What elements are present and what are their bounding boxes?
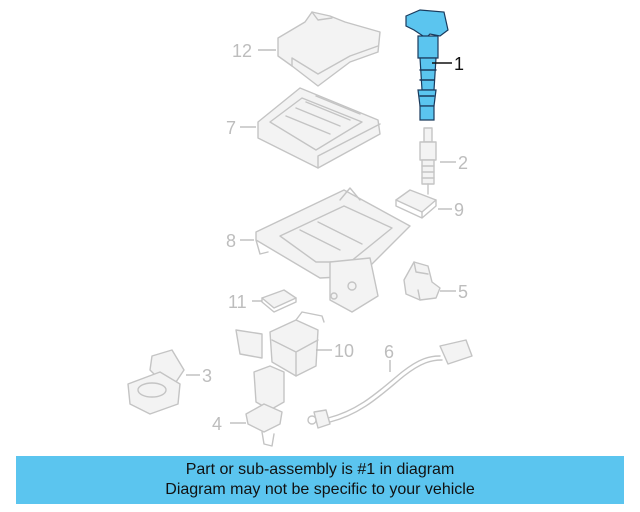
part-2-spark-plug[interactable] xyxy=(419,127,437,195)
callout-6: 6 xyxy=(384,342,394,362)
part-10-relay[interactable] xyxy=(235,311,325,377)
part-6-oxygen-sensor[interactable] xyxy=(307,339,473,429)
callout-4: 4 xyxy=(212,414,222,434)
callout-12: 12 xyxy=(232,41,252,61)
part-1-ignition-coil[interactable] xyxy=(405,9,449,121)
info-banner: Part or sub-assembly is #1 in diagram Di… xyxy=(16,456,624,504)
callout-8: 8 xyxy=(226,231,236,251)
callout-5: 5 xyxy=(458,282,468,302)
part-4-position-sensor[interactable] xyxy=(245,365,285,447)
callout-11: 11 xyxy=(228,292,247,312)
parts-diagram: 12 7 1 2 9 xyxy=(127,9,473,447)
part-8-bracket[interactable] xyxy=(255,187,411,313)
part-11-pad[interactable] xyxy=(261,289,297,313)
callout-2: 2 xyxy=(458,153,468,173)
part-7-control-module[interactable] xyxy=(257,87,381,169)
callout-10: 10 xyxy=(334,341,354,361)
callout-1: 1 xyxy=(454,54,464,74)
part-12-engine-cover[interactable] xyxy=(277,11,381,87)
callout-9: 9 xyxy=(454,200,464,220)
callout-3: 3 xyxy=(202,366,212,386)
banner-line-1: Part or sub-assembly is #1 in diagram xyxy=(185,461,455,478)
callout-7: 7 xyxy=(226,118,236,138)
banner-line-2: Diagram may not be specific to your vehi… xyxy=(165,481,475,498)
part-5-sensor[interactable] xyxy=(403,261,441,301)
part-3-sensor[interactable] xyxy=(127,349,185,415)
part-9-module[interactable] xyxy=(395,189,437,219)
